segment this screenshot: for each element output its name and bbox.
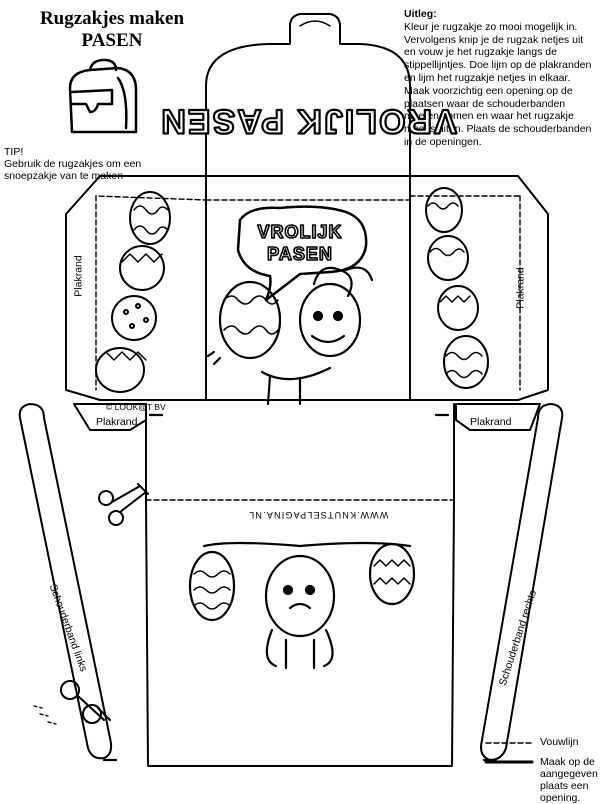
plakrand-right-vertical: Plakrand bbox=[514, 267, 527, 309]
legend-cut: Maak op de aangegeven plaats een opening… bbox=[540, 756, 598, 804]
plakrand-right-tab: Plakrand bbox=[470, 416, 512, 428]
svg-text:VROLIJK: VROLIJK bbox=[257, 222, 342, 242]
flap-text: VROLIJK PASEN bbox=[159, 102, 456, 140]
instructions-heading: Uitleg: bbox=[404, 8, 437, 20]
back-panel bbox=[145, 403, 455, 767]
tip-note: TIP! Gebruik de rugzakjes om een snoepza… bbox=[4, 146, 174, 182]
right-strap bbox=[480, 403, 564, 761]
plakrand-left-vertical: Plakrand bbox=[72, 255, 85, 297]
front-panel bbox=[205, 175, 411, 401]
flap-greeting: VROLIJK PASEN bbox=[158, 101, 458, 141]
backpack-icon bbox=[68, 58, 138, 134]
easter-bunny-icon bbox=[206, 266, 374, 406]
left-strap bbox=[18, 403, 113, 760]
left-side-panel bbox=[65, 175, 207, 401]
instructions: Uitleg: Kleur je rugzakje zo mooi mogeli… bbox=[404, 8, 596, 149]
title-line-2: PASEN bbox=[81, 30, 143, 51]
legend-fold: Vouwlijn bbox=[540, 736, 579, 748]
bubble-line-1: VROLIJK bbox=[257, 222, 342, 242]
easter-bunny-icon bbox=[188, 541, 416, 670]
easter-egg-icon bbox=[95, 191, 171, 393]
tip-label: TIP! bbox=[4, 146, 24, 158]
svg-text:VROLIJK PASEN: VROLIJK PASEN bbox=[159, 102, 456, 140]
scissors-icon bbox=[33, 680, 111, 725]
svg-text:PASEN: PASEN bbox=[267, 244, 333, 264]
website-label: WWW.KNUTSELPAGINA.NL bbox=[248, 510, 389, 520]
scissors-icon bbox=[98, 483, 149, 526]
lid-flap bbox=[205, 13, 411, 181]
speech-bubble: VROLIJK PASEN bbox=[236, 205, 368, 302]
right-glue-tab bbox=[455, 403, 541, 431]
plakrand-left-tab: Plakrand bbox=[96, 416, 138, 428]
title-line-1: Rugzakjes maken bbox=[39, 8, 185, 29]
bubble-line-2: PASEN bbox=[267, 244, 333, 264]
tip-text: Gebruik de rugzakjes om een snoepzakje v… bbox=[4, 158, 142, 182]
easter-egg-icon bbox=[425, 187, 489, 389]
page-title: Rugzakjes maken PASEN bbox=[22, 8, 202, 52]
copyright-label: © LOOK@T BV bbox=[106, 402, 166, 412]
instructions-body: Kleur je rugzakje zo mooi mogelijk in. V… bbox=[404, 20, 592, 148]
right-side-panel bbox=[409, 175, 549, 401]
